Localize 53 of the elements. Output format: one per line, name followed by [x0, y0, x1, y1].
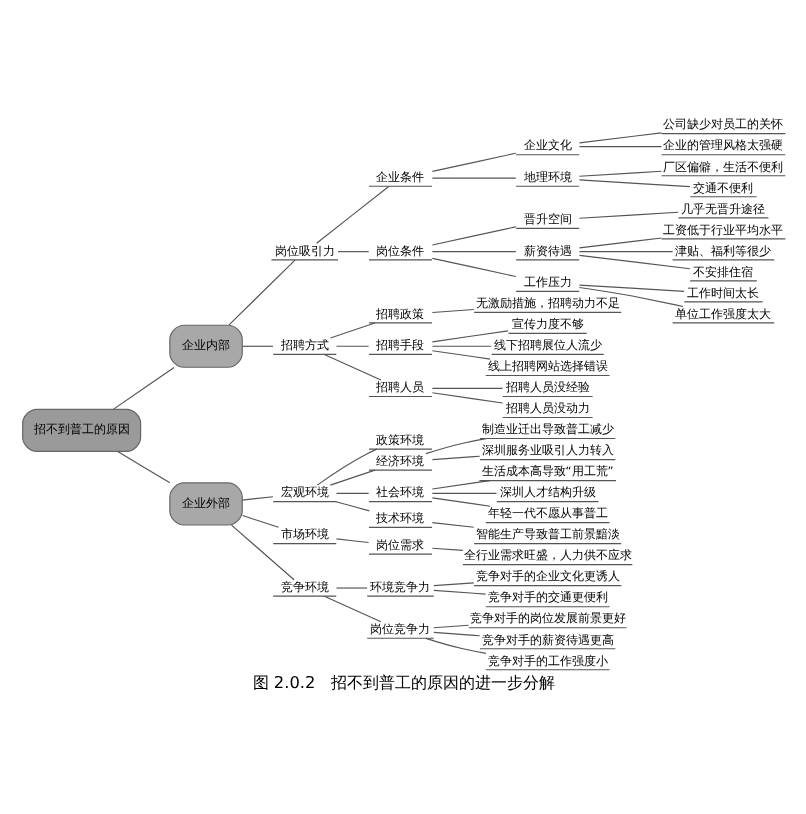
connector [430, 497, 490, 507]
connector [430, 345, 491, 347]
connector [430, 226, 516, 246]
connector [430, 251, 516, 253]
connector [315, 185, 389, 244]
connector [577, 170, 661, 177]
connector [430, 350, 490, 360]
connector [328, 469, 375, 486]
connector [322, 354, 381, 381]
connector [240, 496, 273, 501]
connector [430, 330, 508, 343]
connector [424, 637, 486, 654]
connector [430, 257, 516, 278]
connector [334, 492, 369, 494]
connector [577, 286, 683, 308]
connector [432, 631, 480, 637]
connector [432, 582, 474, 587]
connector [430, 152, 516, 172]
connector [424, 438, 486, 455]
connector [229, 524, 294, 581]
connector [432, 589, 486, 595]
connector [328, 322, 375, 339]
connector [577, 132, 661, 144]
connector [432, 624, 469, 629]
connector [577, 179, 690, 188]
connector [430, 547, 463, 551]
connector [112, 366, 174, 410]
connector [430, 177, 516, 179]
connector [577, 284, 684, 292]
connector [430, 308, 474, 314]
connector [336, 251, 369, 253]
connector [430, 522, 474, 528]
connector [430, 480, 490, 490]
connector [577, 211, 678, 219]
connector [430, 492, 497, 494]
connector [577, 251, 673, 253]
connector [240, 345, 273, 347]
connector [334, 587, 367, 589]
caption: 图 2.0.2 招不到普工的原因的进一步分解 [251, 671, 555, 692]
connector [334, 345, 369, 347]
connector [227, 259, 295, 326]
connector [315, 448, 377, 486]
connector [430, 387, 503, 389]
connector [334, 538, 369, 544]
connector [577, 254, 690, 270]
connector [322, 595, 381, 623]
connector [334, 501, 369, 512]
connector [430, 392, 503, 404]
connector [240, 514, 279, 528]
connector [577, 237, 661, 249]
connector [430, 455, 480, 461]
connector [116, 450, 170, 484]
connector [577, 145, 661, 148]
